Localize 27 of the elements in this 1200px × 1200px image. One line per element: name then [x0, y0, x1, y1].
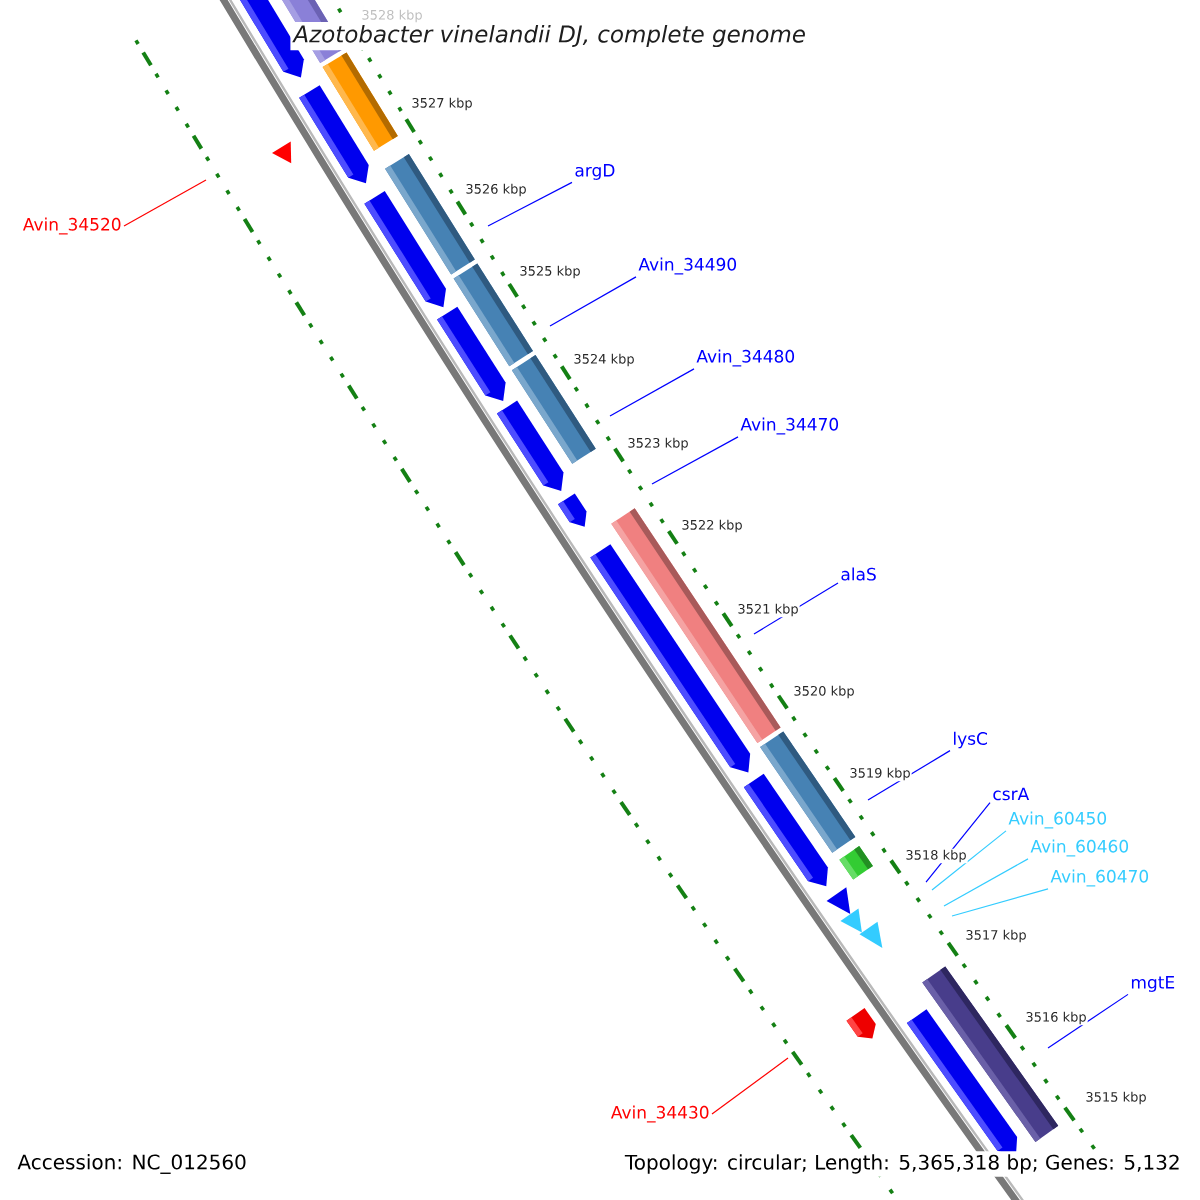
leader-line [651, 436, 739, 485]
title: Azotobacter vinelandii DJ, complete genome [290, 21, 809, 51]
gene-label: lysC [954, 731, 987, 749]
leader-line [711, 1057, 789, 1115]
gene-label: Avin_60460 [1030, 839, 1129, 857]
leader-line [487, 181, 573, 227]
leader-line [1047, 993, 1129, 1049]
gene-label: Avin_34490 [638, 257, 737, 275]
gene-label: alaS [841, 567, 876, 581]
leader-line [951, 888, 1049, 917]
gene-label: mgtE [1131, 976, 1175, 992]
gene-label: Avin_34470 [740, 417, 839, 435]
accession-label: Accession: NC_012560 [14, 1151, 250, 1177]
gene-label: Avin_34430 [610, 1105, 709, 1123]
gene-label: argD [575, 164, 615, 180]
leader-line [123, 179, 207, 227]
gene-label: Avin_60470 [1050, 869, 1149, 887]
gene-label: csrA [993, 787, 1030, 801]
topology-label: Topology: circular; Length: 5,365,318 bp; Genes: 5,132 [621, 1151, 1184, 1177]
gene-label: Avin_60450 [1008, 811, 1107, 829]
gene-label: Avin_34480 [696, 349, 795, 367]
leader-line [943, 858, 1029, 907]
gene-label: Avin_34520 [22, 217, 121, 235]
leader-line [549, 276, 637, 327]
leader-line [867, 750, 951, 801]
leader-line [609, 368, 695, 417]
leader-line [931, 830, 1007, 891]
